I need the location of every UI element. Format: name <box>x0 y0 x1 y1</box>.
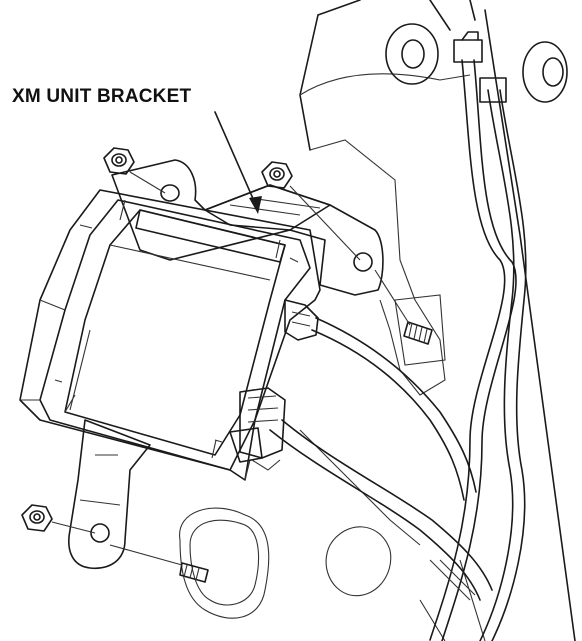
panel-holes <box>385 23 568 103</box>
bracket-holes <box>90 184 373 543</box>
harness-clip <box>453 39 483 63</box>
xm-unit-bracket <box>68 159 384 569</box>
lower-connector <box>239 387 286 459</box>
callout-label: XM UNIT BRACKET <box>12 86 192 107</box>
stud-lower <box>179 562 209 583</box>
lower-recess <box>179 507 270 619</box>
lower-hole <box>325 526 392 597</box>
unit-connectors <box>229 299 319 471</box>
callout-leader <box>214 111 262 214</box>
body-panel <box>179 0 576 641</box>
nut-upper-right <box>261 161 293 189</box>
panel-recess <box>394 294 446 366</box>
xm-unit <box>19 189 321 481</box>
nut-lower <box>21 504 53 532</box>
wiring-harness <box>269 31 527 641</box>
harness-clip <box>479 77 507 103</box>
nut-upper-left <box>103 147 135 175</box>
upper-connector <box>284 299 319 341</box>
stud-upper <box>403 321 433 345</box>
alignment-lines <box>51 171 411 566</box>
